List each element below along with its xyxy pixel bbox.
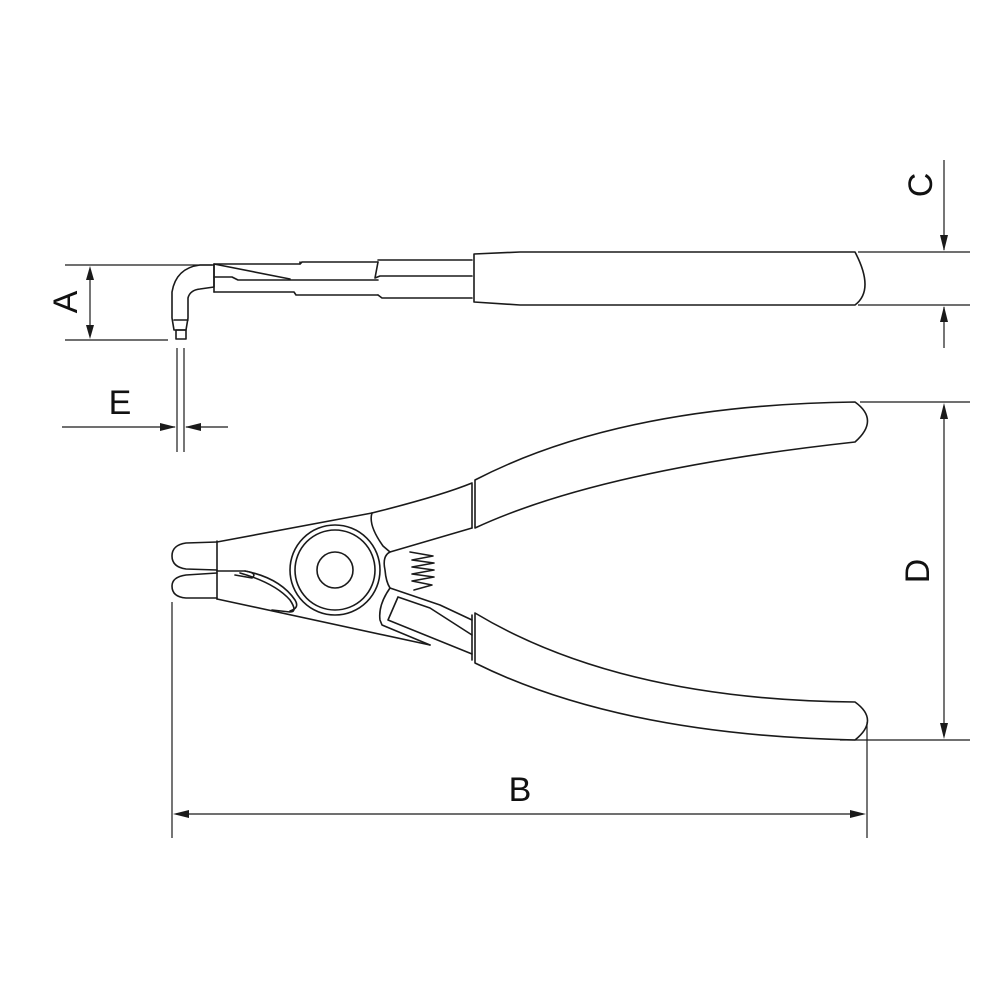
label-b: B xyxy=(509,771,532,809)
dimension-b: B xyxy=(171,602,868,838)
side-view xyxy=(171,251,866,340)
upper-jaw-tip xyxy=(171,541,218,571)
label-c: C xyxy=(902,173,940,198)
upper-handle-grip xyxy=(474,401,869,529)
dimension-e: E xyxy=(62,348,228,452)
handle-grip-side xyxy=(473,251,866,306)
label-d: D xyxy=(899,559,937,584)
lower-jaw-tip xyxy=(171,572,218,599)
pivot-outer-ring xyxy=(289,524,381,616)
label-e: E xyxy=(109,384,132,422)
lower-handle-grip xyxy=(474,612,869,741)
dimension-c: C xyxy=(858,160,970,348)
top-view xyxy=(171,401,869,741)
label-a: A xyxy=(47,290,85,313)
dimension-a: A xyxy=(47,264,212,341)
dimension-d: D xyxy=(840,401,970,741)
spring xyxy=(409,551,435,591)
pivot-rivet xyxy=(316,551,354,589)
